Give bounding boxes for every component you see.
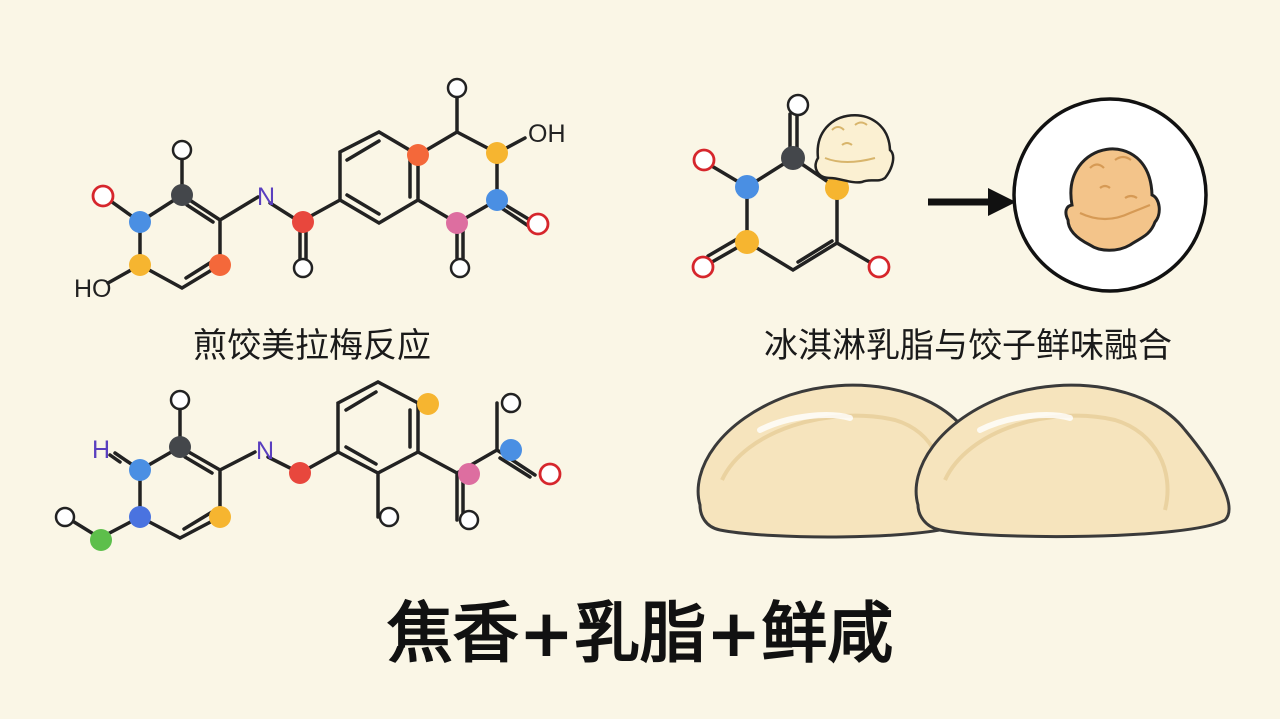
- carbon-atom: [169, 436, 191, 458]
- ice-cream-plate-icon: [1012, 97, 1208, 293]
- nitrogen-label: N: [256, 437, 274, 465]
- atom-blue: [129, 459, 151, 481]
- oxygen-atom: [786, 93, 810, 117]
- oh-label: OH: [528, 120, 566, 148]
- molecule-maillard-top: HO N OH: [74, 77, 566, 303]
- atom-orange: [209, 254, 231, 276]
- molecule-dairy: [691, 93, 895, 279]
- atom-yellow: [486, 142, 508, 164]
- atom-pink: [458, 463, 480, 485]
- hydrogen-atom: [54, 506, 76, 528]
- hydrogen-label: H: [92, 436, 110, 464]
- atom-red: [289, 462, 311, 484]
- atom-yellow: [209, 506, 231, 528]
- arrow-right-icon: [928, 188, 1016, 216]
- hydrogen-atom: [171, 139, 193, 161]
- atom-blue: [500, 439, 522, 461]
- atom-yellow: [735, 230, 759, 254]
- flavor-summary-title: 焦香+乳脂+鲜咸: [386, 595, 894, 672]
- hydrogen-atom: [378, 506, 400, 528]
- atom-blue: [129, 211, 151, 233]
- caption-dairy-umami-fusion: 冰淇淋乳脂与饺子鲜味融合: [764, 326, 1172, 366]
- oxygen-atom: [692, 148, 716, 172]
- oxygen-atom: [292, 257, 314, 279]
- oxygen-atom: [91, 184, 115, 208]
- oxygen-atom: [538, 462, 562, 486]
- atom-blue: [129, 506, 151, 528]
- oxygen-atom: [691, 255, 715, 279]
- dumplings-icon: [696, 383, 1231, 539]
- hydrogen-atom: [500, 392, 522, 414]
- oxygen-atom: [458, 509, 480, 531]
- vanilla-ice-cream-scoop-icon: [814, 114, 895, 184]
- molecule-maillard-bottom: H N: [54, 380, 562, 551]
- atom-red: [292, 211, 314, 233]
- hydrogen-atom: [169, 389, 191, 411]
- atom-pink: [446, 212, 468, 234]
- oxygen-atom: [867, 255, 891, 279]
- ho-label: HO: [74, 275, 112, 303]
- atom-blue: [735, 175, 759, 199]
- carbon-atom: [781, 146, 805, 170]
- hydrogen-atom: [446, 77, 468, 99]
- atom-yellow: [825, 176, 849, 200]
- nitrogen-label: N: [257, 183, 275, 211]
- atom-orange: [407, 144, 429, 166]
- caption-maillard-reaction: 煎饺美拉梅反应: [193, 326, 431, 366]
- oxygen-atom: [526, 212, 550, 236]
- atom-green: [90, 529, 112, 551]
- oxygen-atom: [449, 257, 471, 279]
- atom-blue: [486, 189, 508, 211]
- atom-yellow: [129, 254, 151, 276]
- atom-yellow: [417, 393, 439, 415]
- carbon-atom: [171, 184, 193, 206]
